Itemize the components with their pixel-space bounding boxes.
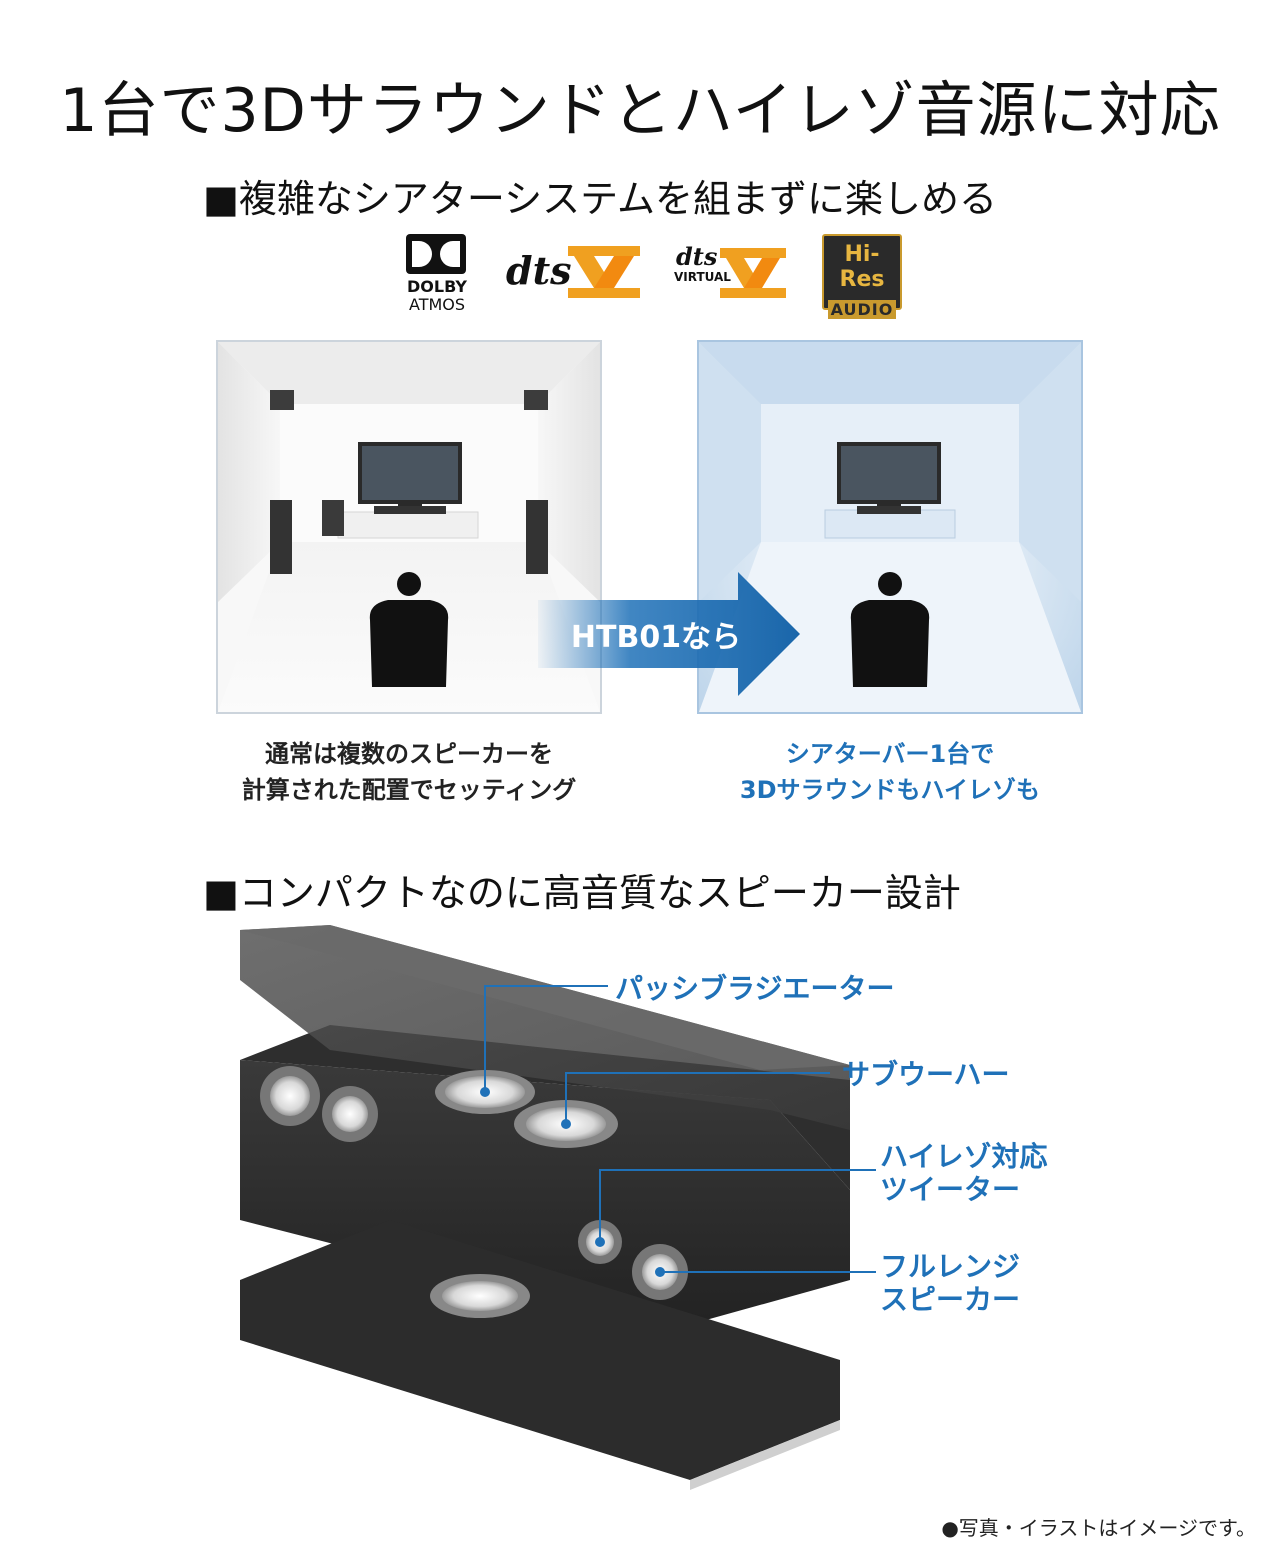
hires-logo-top: Hi-Res [839,242,885,292]
section-heading-speaker: ■コンパクトなのに高音質なスピーカー設計 [203,871,961,915]
dts-x-wordmark: dts [506,248,572,293]
dolby-logo-line2: ATMOS [408,295,466,314]
image-disclaimer: ●写真・イラストはイメージです。 [941,1516,1256,1540]
caption-left-line2: 計算された配置でセッティング [241,776,577,804]
soundbar-exploded-illustration [240,925,876,1490]
callout-passive-radiator: パッシブラジエーター [615,972,895,1005]
caption-htb01: シアターバー1台で 3Dサラウンドもハイレゾも [697,736,1083,808]
callout-fullrange: フルレンジ スピーカー [880,1250,1020,1316]
callout-fullrange-line1: フルレンジ [880,1250,1021,1283]
hi-res-audio-logo: Hi-Res AUDIO [822,234,902,319]
arrow-label: HTB01なら [570,620,742,655]
page-title: 1台で3Dサラウンドとハイレゾ音源に対応 [59,76,1221,146]
dolby-atmos-logo: DOLBY ATMOS [402,234,472,314]
dts-virtual-x-mark-icon [720,248,786,298]
callout-fullrange-line2: スピーカー [880,1283,1021,1316]
htb01-arrow-icon [538,572,800,696]
dolby-double-d-icon [406,234,466,274]
callout-tweeter: ハイレゾ対応 ツイーター [880,1140,1047,1206]
hires-logo-bottom: AUDIO [828,300,896,319]
dts-virtual-subtext: VIRTUAL [674,270,731,284]
dolby-logo-line1: DOLBY [407,277,467,296]
caption-right-line1: シアターバー1台で [785,740,995,768]
caption-left-line1: 通常は複数のスピーカーを [265,740,553,768]
callout-subwoofer: サブウーハー [842,1058,1010,1091]
conventional-room-svg [218,342,600,712]
dts-x-mark-icon [568,246,640,298]
section-heading-theater: ■複雑なシアターシステムを組まずに楽しめる [203,177,998,221]
dts-x-logo: dts [506,246,646,302]
dts-virtual-wordmark: dts [676,242,718,271]
conventional-room-illustration [216,340,602,714]
dts-virtual-x-logo: dts VIRTUAL [672,242,792,302]
callout-tweeter-line2: ツイーター [880,1173,1021,1206]
caption-right-line2: 3Dサラウンドもハイレゾも [739,776,1041,804]
callout-tweeter-line1: ハイレゾ対応 [880,1140,1048,1173]
caption-conventional: 通常は複数のスピーカーを 計算された配置でセッティング [216,736,602,808]
